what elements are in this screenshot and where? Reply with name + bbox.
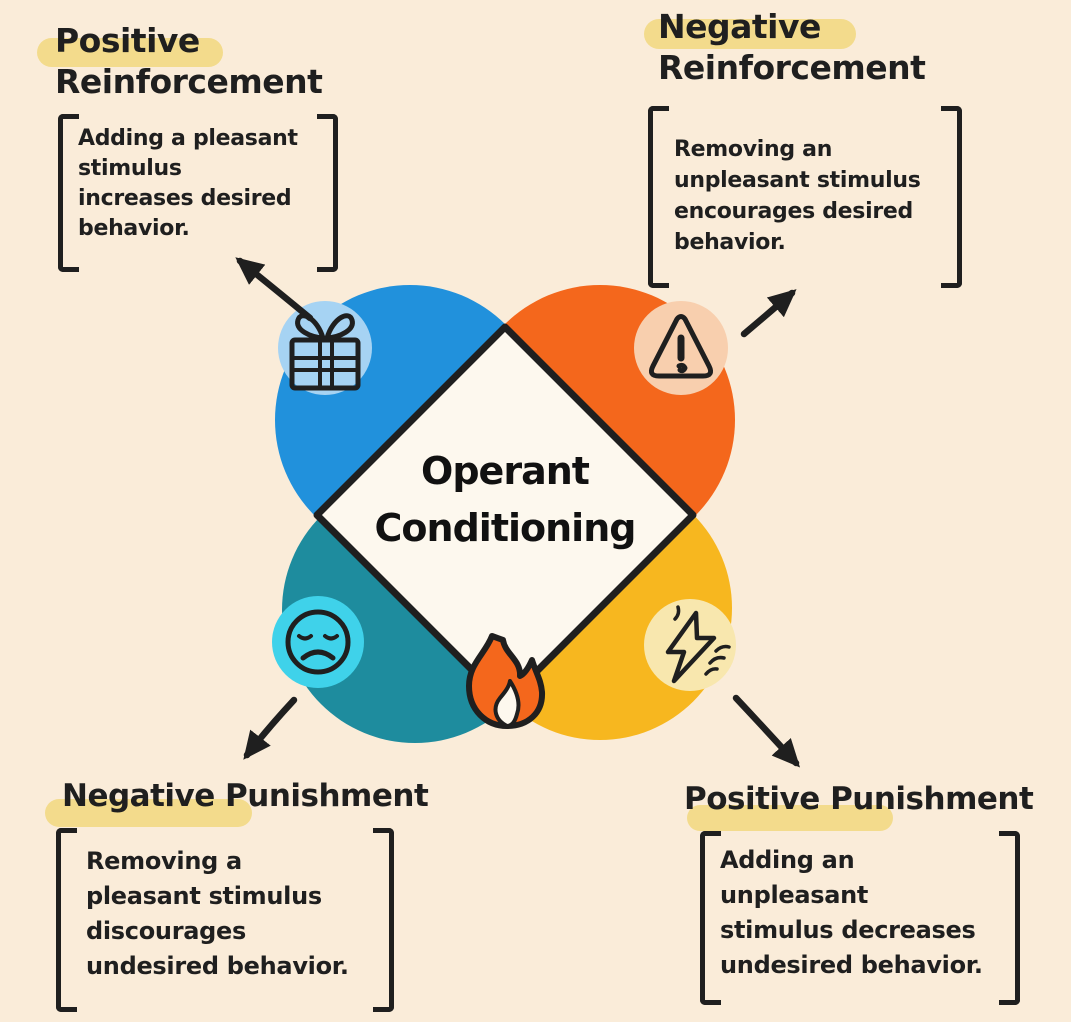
heading-negative-reinforcement: Negative Reinforcement xyxy=(644,6,926,88)
title-line-1: Operant xyxy=(421,449,590,493)
description-line: Adding a pleasant xyxy=(78,126,298,151)
heading-negative-punishment: Negative Punishment xyxy=(45,776,429,827)
description-line: unpleasant xyxy=(720,881,869,909)
description-line: unpleasant stimulus xyxy=(674,168,921,193)
bracket-right xyxy=(941,106,962,288)
description-line: increases desired xyxy=(78,186,292,211)
description-line: stimulus decreases xyxy=(720,916,976,944)
description-text: Removing an unpleasant stimulus encourag… xyxy=(648,106,962,258)
bracket-left xyxy=(700,831,721,1005)
bracket-right xyxy=(317,114,338,272)
sad-face-icon xyxy=(272,596,364,688)
description-line: undesired behavior. xyxy=(720,951,983,979)
arrow-top-left xyxy=(235,257,314,322)
diagram-title: Operant Conditioning xyxy=(345,443,665,557)
bracket-left xyxy=(648,106,669,288)
description-text: Removing a pleasant stimulus discourages… xyxy=(56,828,394,984)
heading-word: Negative Punishment xyxy=(62,778,429,814)
fire-icon xyxy=(466,633,545,729)
description-line: discourages xyxy=(86,917,246,945)
description-text: Adding an unpleasant stimulus decreases … xyxy=(700,831,1020,983)
heading-word: Negative xyxy=(658,7,821,46)
warning-icon xyxy=(634,301,728,395)
gift-icon xyxy=(278,301,372,395)
description-negative-punishment: Removing a pleasant stimulus discourages… xyxy=(56,828,394,1012)
description-negative-reinforcement: Removing an unpleasant stimulus encourag… xyxy=(648,106,962,288)
highlight-pill xyxy=(45,799,252,827)
highlight-pill xyxy=(687,805,893,831)
bracket-left xyxy=(56,828,77,1012)
description-text: Adding a pleasant stimulus increases des… xyxy=(58,114,338,244)
arrow-top-right xyxy=(740,289,797,338)
heading-word: Positive Punishment xyxy=(684,781,1034,817)
highlight-pill xyxy=(37,38,223,67)
description-line: Removing an xyxy=(674,137,833,162)
description-line: behavior. xyxy=(674,230,786,255)
bracket-right xyxy=(999,831,1020,1005)
title-line-2: Conditioning xyxy=(374,506,637,550)
description-line: encourages desired xyxy=(674,199,913,224)
bracket-right xyxy=(373,828,394,1012)
description-positive-reinforcement: Adding a pleasant stimulus increases des… xyxy=(58,114,338,272)
highlight-pill xyxy=(644,19,856,49)
description-line: stimulus xyxy=(78,156,182,181)
description-line: Adding an xyxy=(720,846,855,874)
heading-word: Reinforcement xyxy=(55,62,323,101)
arrow-bottom-right xyxy=(732,694,801,768)
description-line: Removing a xyxy=(86,847,242,875)
heading-word: Reinforcement xyxy=(658,48,926,87)
lightning-icon xyxy=(644,599,736,691)
bracket-left xyxy=(58,114,79,272)
arrow-bottom-left xyxy=(243,696,298,760)
description-line: behavior. xyxy=(78,216,190,241)
description-positive-punishment: Adding an unpleasant stimulus decreases … xyxy=(700,831,1020,1005)
heading-positive-punishment: Positive Punishment xyxy=(684,779,1034,831)
description-line: undesired behavior. xyxy=(86,952,349,980)
heading-positive-reinforcement: Positive Reinforcement xyxy=(37,20,323,102)
description-line: pleasant stimulus xyxy=(86,882,322,910)
heading-word: Positive xyxy=(55,21,200,60)
